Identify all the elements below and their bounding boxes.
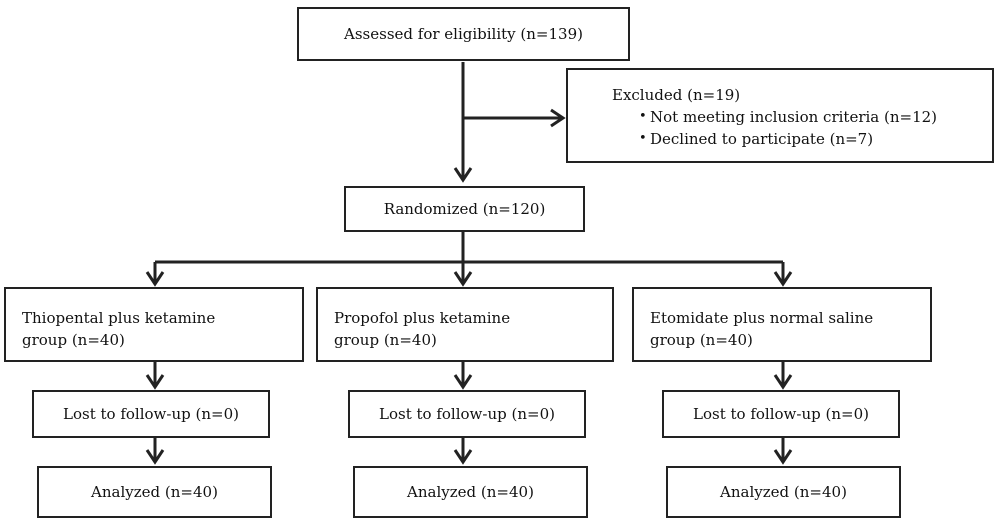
lost-box-group-1: Lost to follow-up (n=0)	[32, 390, 270, 438]
allocation-box-group-2: Propofol plus ketamine group (n=40)	[316, 287, 614, 362]
arrowhead-to-group-2	[453, 271, 473, 287]
analyzed-label: Analyzed (n=40)	[720, 483, 847, 501]
randomized-label: Randomized (n=120)	[383, 200, 546, 218]
allocation-count: group (n=40)	[334, 331, 437, 349]
randomized-box: Randomized (n=120)	[344, 186, 585, 232]
arrowhead-to-group-1	[145, 271, 165, 287]
excluded-reason-item: Not meeting inclusion criteria (n=12)	[639, 106, 992, 128]
arrowhead-group-2-analyzed	[453, 449, 473, 465]
arrowhead-to-randomized	[453, 167, 473, 183]
assessed-label: Assessed for eligibility (n=139)	[344, 25, 583, 43]
lost-label: Lost to follow-up (n=0)	[63, 405, 239, 423]
allocation-count: group (n=40)	[22, 331, 125, 349]
arrowhead-group-3-lost	[773, 374, 793, 390]
allocation-label: Etomidate plus normal saline	[650, 309, 874, 327]
lost-box-group-3: Lost to follow-up (n=0)	[662, 390, 900, 438]
excluded-title: Excluded (n=19)	[612, 86, 741, 104]
lost-label: Lost to follow-up (n=0)	[693, 405, 869, 423]
arrowhead-to-excluded	[550, 108, 566, 128]
lost-box-group-2: Lost to follow-up (n=0)	[348, 390, 586, 438]
arrowhead-group-1-lost	[145, 374, 165, 390]
assessed-box: Assessed for eligibility (n=139)	[297, 7, 630, 61]
allocation-box-group-1: Thiopental plus ketamine group (n=40)	[4, 287, 304, 362]
allocation-label: Propofol plus ketamine	[334, 309, 511, 327]
excluded-box: Excluded (n=19) Not meeting inclusion cr…	[566, 68, 994, 163]
allocation-label: Thiopental plus ketamine	[22, 309, 216, 327]
analyzed-label: Analyzed (n=40)	[91, 483, 218, 501]
analyzed-box-group-1: Analyzed (n=40)	[37, 466, 272, 518]
arrowhead-group-1-analyzed	[145, 449, 165, 465]
allocation-box-group-3: Etomidate plus normal saline group (n=40…	[632, 287, 932, 362]
arrowhead-group-3-analyzed	[773, 449, 793, 465]
analyzed-box-group-3: Analyzed (n=40)	[666, 466, 901, 518]
arrowhead-to-group-3	[773, 271, 793, 287]
analyzed-box-group-2: Analyzed (n=40)	[353, 466, 588, 518]
arrowhead-group-2-lost	[453, 374, 473, 390]
excluded-reasons-list: Not meeting inclusion criteria (n=12) De…	[612, 106, 992, 150]
allocation-count: group (n=40)	[650, 331, 753, 349]
analyzed-label: Analyzed (n=40)	[407, 483, 534, 501]
lost-label: Lost to follow-up (n=0)	[379, 405, 555, 423]
excluded-reason-item: Declined to participate (n=7)	[639, 128, 992, 150]
